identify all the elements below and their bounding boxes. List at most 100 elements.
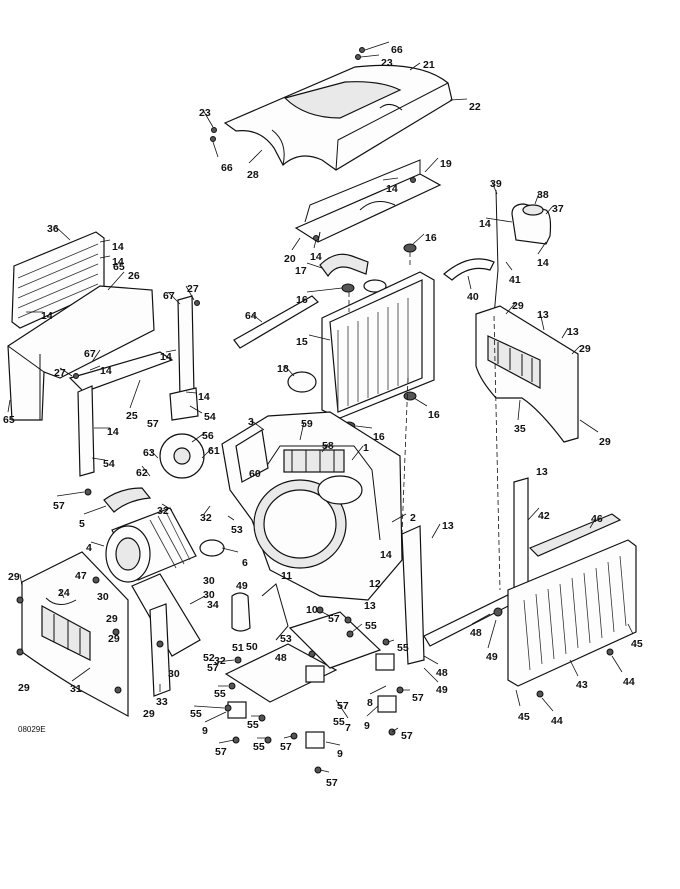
callout-18: 18 [277,363,289,375]
callout-43: 43 [576,679,588,691]
callout-48: 48 [275,652,287,664]
callout-2: 2 [410,512,416,524]
callout-61: 61 [208,445,220,457]
callout-47: 47 [75,570,87,582]
callout-14: 14 [160,351,172,363]
callout-6: 6 [242,557,248,569]
callout-29: 29 [143,708,155,720]
callout-13: 13 [364,600,376,612]
callout-62: 62 [136,467,148,479]
callout-31: 31 [70,683,82,695]
callout-14: 14 [112,241,124,253]
callout-45: 45 [518,711,530,723]
radiator-hose [306,253,387,293]
callout-14: 14 [386,183,398,195]
callout-14: 14 [107,426,119,438]
callout-29: 29 [18,682,30,694]
air-cleaner-bracket [233,295,319,349]
callout-55: 55 [397,642,409,654]
callout-57: 57 [401,730,413,742]
callout-37: 37 [552,203,564,215]
callout-19: 19 [440,158,452,170]
callout-30: 30 [203,575,215,587]
callout-35: 35 [514,423,526,435]
callout-53: 53 [280,633,292,645]
callout-59: 59 [301,418,313,430]
callout-16: 16 [428,409,440,421]
callout-14: 14 [112,256,124,268]
callout-56: 56 [202,430,214,442]
callout-30: 30 [97,591,109,603]
fan [284,365,317,393]
callout-13: 13 [442,520,454,532]
callout-14: 14 [479,218,491,230]
air-cleaner [83,431,239,583]
callout-42: 42 [538,510,550,522]
callout-67: 67 [84,348,96,360]
top-bracket [291,157,442,251]
right-side-panel [475,301,599,443]
callout-67: 67 [163,290,175,302]
callout-65: 65 [3,414,15,426]
callout-57: 57 [326,777,338,789]
callout-34: 34 [207,599,219,611]
callout-10: 10 [306,604,318,616]
callout-49: 49 [436,684,448,696]
callout-58: 58 [322,440,334,452]
callout-13: 13 [537,309,549,321]
callout-38: 38 [537,189,549,201]
callout-55: 55 [214,688,226,700]
callout-64: 64 [245,310,257,322]
callout-16: 16 [373,431,385,443]
callout-12: 12 [369,578,381,590]
callout-22: 22 [469,101,481,113]
callout-28: 28 [247,169,259,181]
callout-29: 29 [599,436,611,448]
callout-41: 41 [509,274,521,286]
callout-55: 55 [190,708,202,720]
callout-5: 5 [79,518,85,530]
callout-30: 30 [203,589,215,601]
callout-63: 63 [143,447,155,459]
callout-9: 9 [337,748,343,760]
callout-32: 32 [200,512,212,524]
callout-1: 1 [363,442,369,454]
callout-11: 11 [281,570,292,582]
callout-14: 14 [537,257,549,269]
callout-32: 32 [214,655,226,667]
callout-9: 9 [364,720,370,732]
callout-55: 55 [253,741,265,753]
callout-14: 14 [100,365,112,377]
callout-57: 57 [207,662,219,674]
callout-8: 8 [367,697,373,709]
radiator [306,233,435,431]
callout-45: 45 [631,638,643,650]
callout-57: 57 [337,700,349,712]
callout-13: 13 [567,326,579,338]
callout-46: 46 [591,513,603,525]
hood [202,41,468,171]
callout-33: 33 [156,696,168,708]
right-frame [401,315,540,683]
callout-3: 3 [248,416,254,428]
callout-32: 32 [157,505,169,517]
callout-29: 29 [8,571,20,583]
callout-54: 54 [204,411,216,423]
callout-29: 29 [512,300,524,312]
callout-57: 57 [215,746,227,758]
callout-51: 51 [232,642,244,654]
callout-60: 60 [249,468,261,480]
callout-55: 55 [333,716,345,728]
callout-39: 39 [490,178,502,190]
callout-14: 14 [380,549,392,561]
callout-14: 14 [310,251,322,263]
callout-65: 65 [113,261,125,273]
callout-49: 49 [486,651,498,663]
left-front-panel [19,551,129,718]
callout-14: 14 [41,310,53,322]
front-screen [507,513,637,712]
callout-27: 27 [54,367,66,379]
left-side-panel [7,271,155,421]
callout-57: 57 [53,500,65,512]
